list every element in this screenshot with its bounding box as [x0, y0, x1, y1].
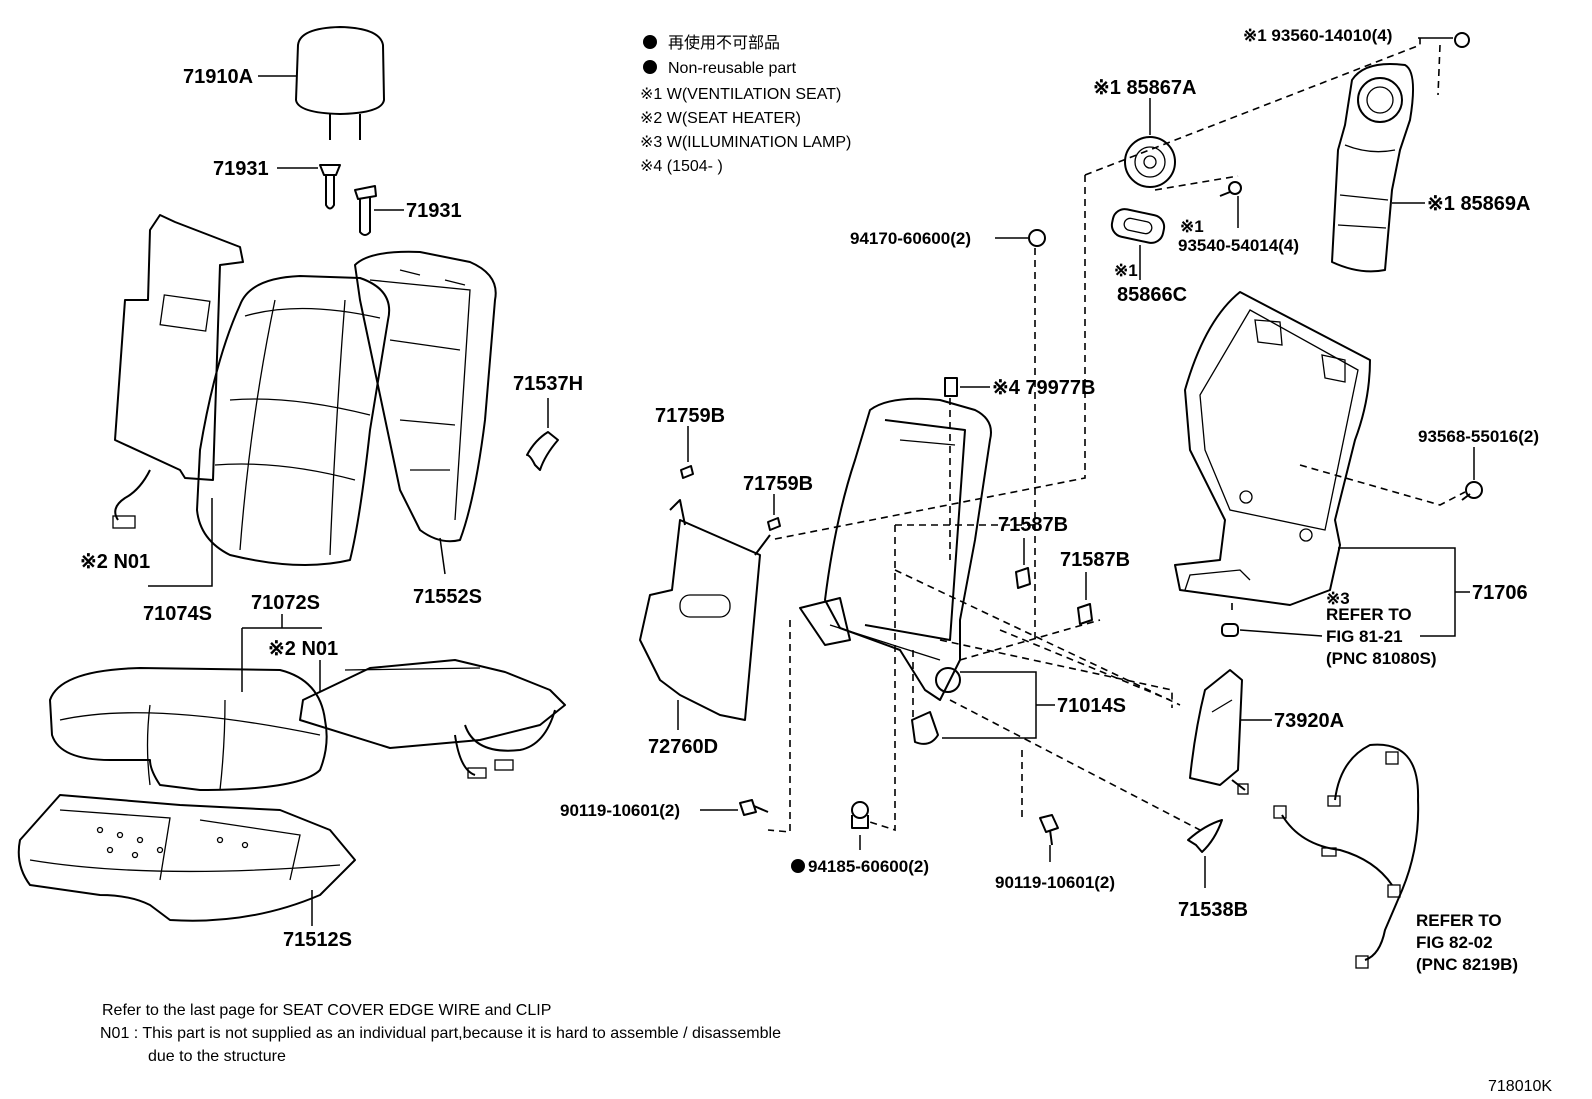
headrest-support-71931-right[interactable]: 71931	[354, 185, 462, 236]
note-line-3: due to the structure	[148, 1048, 286, 1065]
label-90119-10601-left: 90119-10601(2)	[560, 801, 680, 820]
seatback-cover[interactable]	[196, 275, 391, 566]
ref1-line3: (PNC 81080S)	[1326, 649, 1437, 668]
label-85866C: 85866C	[1117, 284, 1187, 306]
label-94170-60600: 94170-60600(2)	[850, 229, 971, 248]
label-85866C-mark: ※1	[1114, 261, 1138, 280]
legend-dot-ja: 再使用不可部品	[668, 34, 780, 52]
label-79977B: ※4 79977B	[992, 377, 1096, 399]
label-71931-right: 71931	[406, 200, 462, 222]
fan-85867A[interactable]: ※1 85867A	[1093, 77, 1197, 188]
label-71537H: 71537H	[513, 373, 583, 395]
clip-79977B[interactable]: ※4 79977B	[944, 377, 1096, 399]
non-reusable-dot-icon	[643, 35, 657, 49]
label-93540-54014: 93540-54014(4)	[1178, 236, 1299, 255]
label-73920A: 73920A	[1274, 710, 1344, 732]
figure-id: 718010K	[1488, 1078, 1552, 1095]
seatback-frame-71014S[interactable]: 71014S	[799, 397, 1126, 745]
ref2-line2: FIG 82-02	[1416, 933, 1493, 952]
ref1-line1: REFER TO	[1326, 605, 1412, 624]
label-93540-mark: ※1	[1180, 217, 1204, 236]
refer-to-fig-81-21[interactable]: ※3 REFER TO FIG 81-21 (PNC 81080S)	[1326, 589, 1437, 668]
cushion-holes	[96, 826, 249, 859]
cover-71537H[interactable]: 71537H	[513, 373, 583, 471]
bolt-90119-10601-right[interactable]: 90119-10601(2)	[995, 814, 1115, 892]
label-85869A: ※1 85869A	[1427, 193, 1531, 215]
label-71587B-lower: 71587B	[1060, 549, 1130, 571]
ref2-line1: REFER TO	[1416, 911, 1502, 930]
label-71552S: 71552S	[413, 586, 482, 608]
note-line-1: Refer to the last page for SEAT COVER ED…	[102, 1002, 551, 1019]
ref1-line2: FIG 81-21	[1326, 627, 1403, 646]
nut-94170-60600[interactable]: 94170-60600(2)	[850, 229, 1046, 248]
bolt-94185-60600[interactable]: 94185-60600(2)	[791, 801, 929, 876]
label-71072S: 71072S	[251, 592, 320, 614]
label-n01-back: ※2 N01	[80, 551, 150, 573]
note-line-2: N01 : This part is not supplied as an in…	[100, 1025, 781, 1042]
label-71759B-upper: 71759B	[655, 405, 725, 427]
assembly-lines	[767, 38, 1466, 833]
legend-note-1: ※1 W(VENTILATION SEAT)	[640, 86, 841, 103]
legend-dot-en: Non-reusable part	[668, 60, 797, 77]
duct-85866C[interactable]: ※1 85866C	[1110, 207, 1187, 306]
label-71014S: 71014S	[1057, 695, 1126, 717]
clip-71587B-lower[interactable]: 71587B	[1060, 549, 1130, 625]
label-85867A: ※1 85867A	[1093, 77, 1197, 99]
duct-85869A[interactable]: ※1 85869A	[1331, 63, 1531, 273]
refer-to-fig-82-02[interactable]: REFER TO FIG 82-02 (PNC 8219B)	[1416, 911, 1518, 974]
label-94185-60600: 94185-60600(2)	[808, 857, 929, 876]
non-reusable-dot-icon	[791, 859, 805, 873]
ref2-line3: (PNC 8219B)	[1416, 955, 1518, 974]
seat-cushion-heater[interactable]: ※2 N01	[268, 638, 566, 779]
label-72760D: 72760D	[648, 736, 718, 758]
wire-harness[interactable]	[1273, 743, 1420, 969]
screw-93560-14010[interactable]: ※1 93560-14010(4)	[1243, 26, 1470, 48]
label-71706: 71706	[1472, 582, 1528, 604]
bolt-90119-10601-left[interactable]: 90119-10601(2)	[560, 799, 769, 820]
seatback-pad-71552S[interactable]: 71552S	[354, 250, 497, 608]
label-93560-14010: ※1 93560-14010(4)	[1243, 26, 1392, 45]
legend-note-4: ※4 (1504- )	[640, 158, 723, 175]
seat-cushion-cover-71072S[interactable]: 71072S	[49, 592, 328, 791]
clip-71759B-lower[interactable]: 71759B	[743, 473, 813, 531]
seat-cushion-pad-71512S[interactable]: 71512S	[17, 794, 356, 951]
back-board-71706[interactable]: 71706	[1174, 291, 1528, 637]
side-garnish-73920A[interactable]: 73920A	[1189, 669, 1344, 795]
clip-71759B-upper[interactable]: 71759B	[655, 405, 725, 479]
label-93568-55016: 93568-55016(2)	[1418, 427, 1539, 446]
non-reusable-dot-icon	[643, 60, 657, 74]
label-71759B-lower: 71759B	[743, 473, 813, 495]
label-n01-cushion: ※2 N01	[268, 638, 338, 660]
ref1-mark: ※3	[1326, 589, 1350, 608]
label-71512S: 71512S	[283, 929, 352, 951]
cover-71538B[interactable]: 71538B	[1178, 819, 1248, 921]
label-71910A: 71910A	[183, 66, 253, 88]
label-71074S: 71074S	[143, 603, 212, 625]
headrest-71910A[interactable]: 71910A	[183, 26, 385, 140]
label-90119-10601-right: 90119-10601(2)	[995, 873, 1115, 892]
screw-93540-54014[interactable]: ※1 93540-54014(4)	[1178, 181, 1299, 255]
screw-93568-55016[interactable]: 93568-55016(2)	[1418, 427, 1539, 501]
label-71931-left: 71931	[213, 158, 269, 180]
legend-note-3: ※3 W(ILLUMINATION LAMP)	[640, 134, 851, 151]
headrest-support-71931-left[interactable]: 71931	[213, 158, 341, 210]
footnotes: Refer to the last page for SEAT COVER ED…	[100, 1002, 1552, 1095]
lumbar-support-72760D[interactable]: 72760D	[639, 499, 771, 758]
legend-note-2: ※2 W(SEAT HEATER)	[640, 110, 801, 127]
label-71538B: 71538B	[1178, 899, 1248, 921]
legend: 再使用不可部品 Non-reusable part ※1 W(VENTILATI…	[640, 34, 851, 175]
seatback-heater-71074S[interactable]: ※2 N01 71074S	[80, 214, 244, 625]
